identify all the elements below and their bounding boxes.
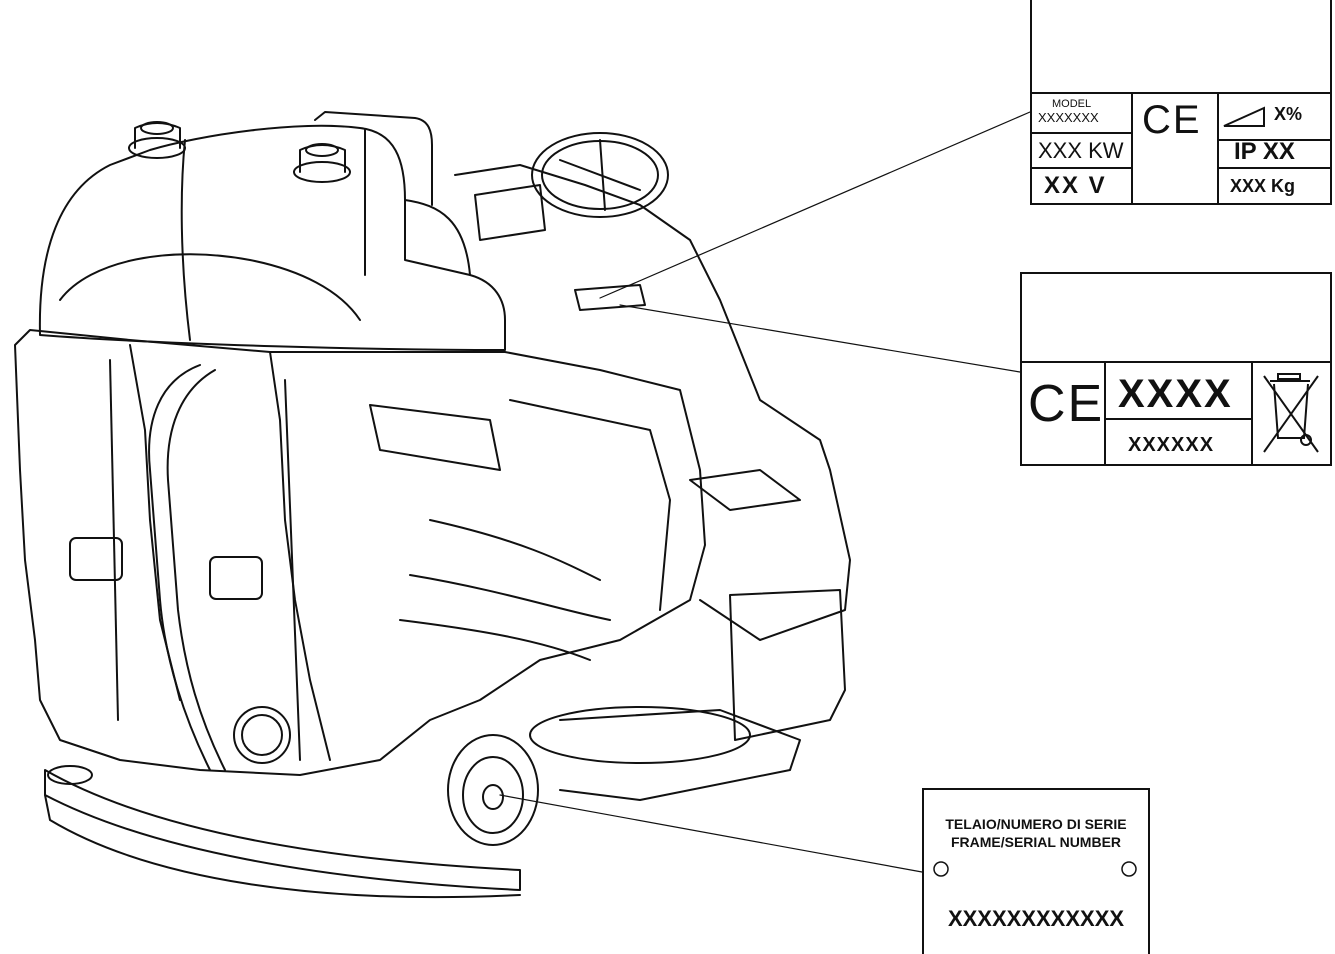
leader-lines: [499, 111, 1031, 873]
mounting-hole-left-icon: [933, 861, 949, 877]
ip-rating: IP XX: [1234, 138, 1295, 165]
front-wheel: [233, 706, 539, 846]
model-value: XXXXXXX: [1038, 110, 1099, 125]
battery-code-sub: XXXXXX: [1128, 434, 1215, 456]
lower-body: [14, 329, 706, 776]
brush-deck: [44, 589, 846, 899]
serial-number-value: XXXXXXXXXXXX: [947, 906, 1125, 931]
crossed-out-wheelie-bin-icon: [1263, 373, 1319, 453]
machine-plate-grid: [1032, 92, 1330, 203]
slope-triangle-icon: [1223, 106, 1265, 127]
machine-weight: XXX Kg: [1230, 176, 1296, 196]
machine-rating-plate: MODEL XXXXXXX XXX KW XX V CE X% IP XX XX…: [1030, 0, 1332, 205]
voltage-rating: XX V: [1044, 172, 1107, 199]
steering-area: [454, 132, 851, 641]
battery-ce-mark: CE: [1028, 375, 1105, 433]
power-rating: XXX KW: [1038, 138, 1124, 163]
serial-number-plate: TELAIO/NUMERO DI SERIE FRAME/SERIAL NUMB…: [922, 788, 1150, 954]
max-slope: X%: [1274, 104, 1303, 124]
battery-code-main: XXXX: [1118, 372, 1233, 416]
battery-plate-grid: [1022, 361, 1330, 464]
ce-mark: CE: [1142, 98, 1202, 142]
serial-label-italian: TELAIO/NUMERO DI SERIE: [945, 816, 1127, 832]
tank-body: [38, 111, 506, 351]
mounting-hole-right-icon: [1121, 861, 1137, 877]
serial-label-english: FRAME/SERIAL NUMBER: [950, 834, 1122, 850]
battery-ce-plate: CE XXXX XXXXXX: [1020, 272, 1332, 466]
model-label: MODEL: [1052, 98, 1092, 110]
